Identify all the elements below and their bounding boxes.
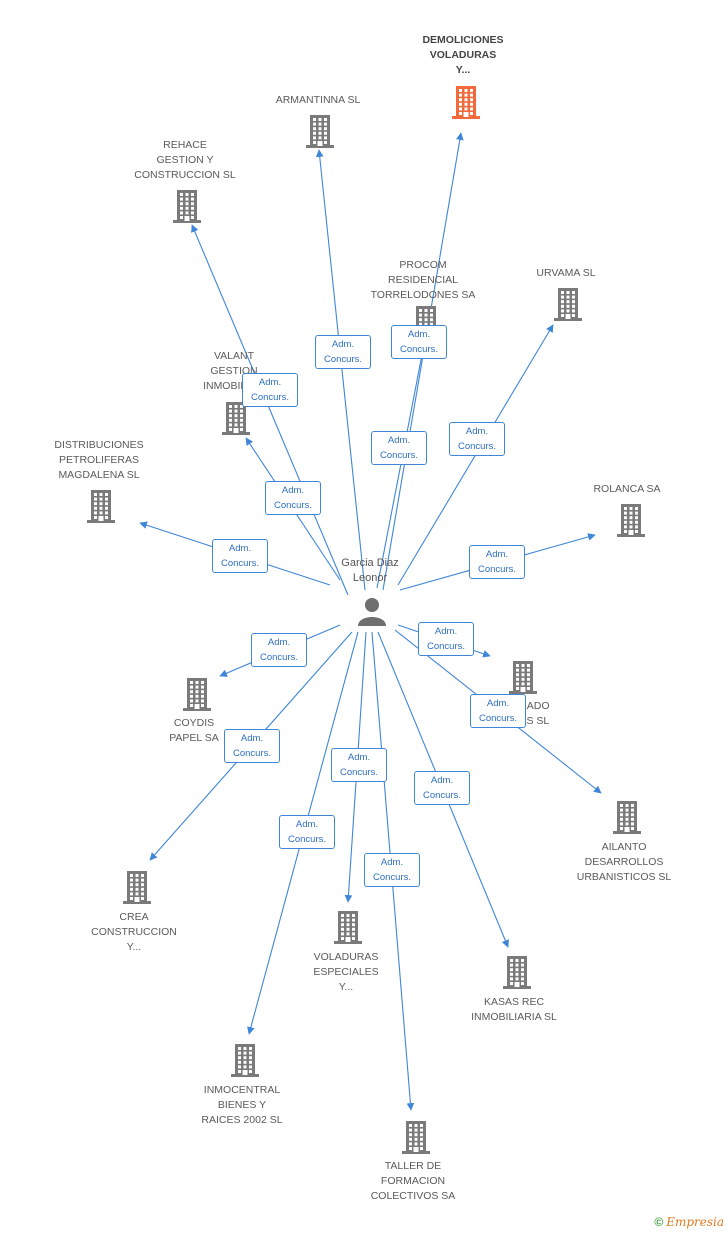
edge-label-inmocentral[interactable]: Adm. Concurs. [279, 815, 335, 849]
edge-label-distribuciones[interactable]: Adm. Concurs. [212, 539, 268, 573]
edge-label-urvama[interactable]: Adm. Concurs. [449, 422, 505, 456]
building-icon[interactable] [304, 113, 336, 149]
edge-label-armantinna[interactable]: Adm. Concurs. [315, 335, 371, 369]
company-name-armantinna[interactable]: ARMANTINNA SL [275, 94, 361, 106]
building-icon[interactable] [85, 488, 117, 524]
edge-label-procom[interactable]: Adm. Concurs. [371, 431, 427, 465]
company-name-kasas[interactable]: KASAS REC INMOBILIARIA SL [471, 996, 557, 1023]
company-name-inmocentral[interactable]: INMOCENTRAL BIENES Y RAICES 2002 SL [201, 1084, 283, 1126]
building-icon[interactable] [615, 502, 647, 538]
building-icon[interactable] [332, 909, 364, 945]
company-name-demoliciones[interactable]: DEMOLICIONES VOLADURAS Y... [422, 34, 504, 76]
person-icon[interactable] [357, 596, 387, 626]
edge-label-demoliciones[interactable]: Adm. Concurs. [391, 325, 447, 359]
building-icon[interactable] [171, 188, 203, 224]
brand-footer: ©Empresia [654, 1215, 724, 1229]
edge-label-crea[interactable]: Adm. Concurs. [224, 729, 280, 763]
company-name-procom[interactable]: PROCOM RESIDENCIAL TORRELODONES SA [370, 259, 476, 301]
building-icon[interactable] [121, 869, 153, 905]
brand-name[interactable]: Empresia [666, 1215, 724, 1229]
company-name-voladuras[interactable]: VOLADURAS ESPECIALES Y... [313, 951, 379, 993]
company-name-taller[interactable]: TALLER DE FORMACION COLECTIVOS SA [370, 1160, 456, 1202]
edge-label-dorado[interactable]: Adm. Concurs. [418, 622, 474, 656]
company-name-crea[interactable]: CREA CONSTRUCCION Y... [91, 911, 177, 953]
building-icon[interactable] [400, 1119, 432, 1155]
edge-armantinna [315, 149, 366, 591]
building-icon[interactable] [552, 286, 584, 322]
edge-label-ailanto[interactable]: Adm. Concurs. [470, 694, 526, 728]
center-person-name[interactable]: Garcia Diaz Leonor [341, 557, 399, 584]
edge-rehace [191, 224, 349, 596]
building-icon[interactable] [507, 659, 539, 695]
building-icon[interactable] [181, 676, 213, 712]
edge-label-valant[interactable]: Adm. Concurs. [265, 481, 321, 515]
edge-label-rehace[interactable]: Adm. Concurs. [242, 373, 298, 407]
building-icon[interactable] [229, 1042, 261, 1078]
edge-label-taller[interactable]: Adm. Concurs. [364, 853, 420, 887]
edge-demoliciones [382, 132, 464, 591]
company-name-urvama[interactable]: URVAMA SL [536, 267, 596, 279]
company-name-rehace[interactable]: REHACE GESTION Y CONSTRUCCION SL [134, 139, 236, 181]
edge-label-voladuras[interactable]: Adm. Concurs. [331, 748, 387, 782]
company-name-ailanto[interactable]: AILANTO DESARROLLOS URBANISTICOS SL [576, 841, 672, 883]
company-name-coydis[interactable]: COYDIS PAPEL SA [169, 717, 219, 744]
building-icon[interactable] [220, 400, 252, 436]
edge-label-rolanca[interactable]: Adm. Concurs. [469, 545, 525, 579]
edge-label-kasas[interactable]: Adm. Concurs. [414, 771, 470, 805]
building-icon[interactable] [611, 799, 643, 835]
edge-label-coydis[interactable]: Adm. Concurs. [251, 633, 307, 667]
company-name-distribuciones[interactable]: DISTRIBUCIONES PETROLIFERAS MAGDALENA SL [54, 439, 144, 481]
building-icon[interactable] [501, 954, 533, 990]
building-icon[interactable] [450, 84, 482, 120]
company-name-rolanca[interactable]: ROLANCA SA [593, 483, 661, 495]
copyright-symbol: © [654, 1215, 664, 1229]
